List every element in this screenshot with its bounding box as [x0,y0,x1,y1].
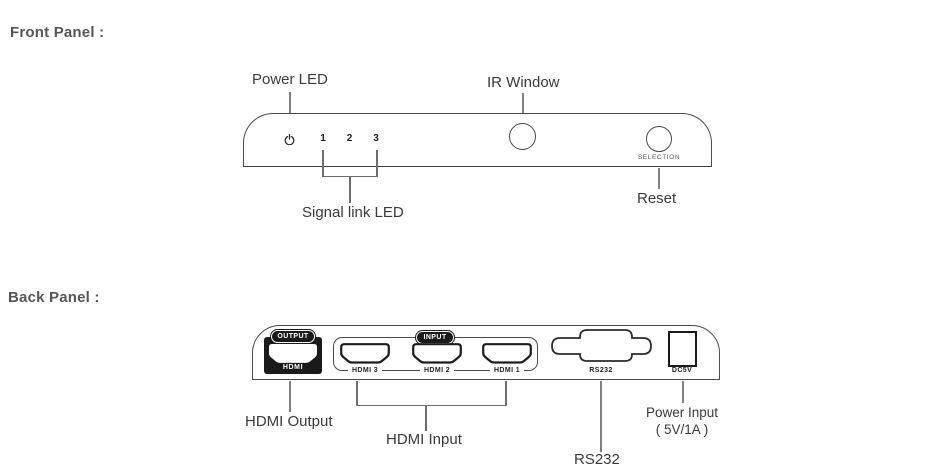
reset-leader-line [658,168,660,189]
hdmi-input-label: HDMI Input [386,431,462,448]
hdmi-output-port-label: HDMI [282,364,304,371]
power-input-label: Power Input ( 5V/1A ) [632,404,732,438]
ir-window-leader-line [522,93,524,123]
ir-window-label: IR Window [487,74,560,91]
power-led-label: Power LED [252,71,328,88]
hdmi-input-1-connector-icon[interactable] [482,343,532,365]
signal-led-1: 1 [320,133,326,144]
signal-led-2: 2 [346,133,353,144]
front-panel-outline [243,113,712,167]
signal-link-led-label: Signal link LED [302,204,404,221]
hdmi-output-label: HDMI Output [245,413,333,430]
power-icon [284,134,295,145]
hdmi-input-bracket-bottom [356,404,507,406]
power-input-label-line1: Power Input [645,405,719,420]
signal-led-bracket-bottom [322,175,378,177]
signal-led-bracket-stem [349,177,351,203]
hdmi-1-port-label: HDMI 1 [489,366,525,374]
ir-window-circle [509,123,536,150]
rs232-leader-line [600,381,602,452]
hdmi-output-connector-icon [269,344,317,363]
signal-led-3: 3 [373,133,379,144]
hdmi-input-3-connector-icon[interactable] [340,343,390,365]
back-panel-heading: Back Panel : [8,289,100,306]
output-badge: OUTPUT [271,330,315,343]
hdmi-2-port-label: HDMI 2 [419,366,455,374]
rs232-label: RS232 [574,451,620,468]
power-input-label-line2: ( 5V/1A ) [655,422,709,437]
hdmi-input-2-connector-icon[interactable] [412,343,462,365]
hdmi-input-bracket-right [505,381,507,406]
hdmi-input-bracket-left [356,381,358,406]
dc5v-port-label: DC5V [667,366,697,374]
power-input-leader-line [682,381,684,403]
selection-button[interactable] [646,126,672,152]
reset-label: Reset [637,190,677,207]
power-led-leader-line [289,92,291,129]
rs232-connector-icon[interactable] [551,329,652,363]
front-panel-heading: Front Panel : [10,24,105,41]
hdmi-input-bracket-stem [425,406,427,431]
selection-button-label: SELECTION [637,154,681,161]
dc5v-port[interactable] [668,331,697,367]
hdmi-output-leader-line [289,381,291,412]
rs232-port-label: RS232 [585,366,617,374]
signal-led-bracket-left [322,150,324,177]
hdmi-3-port-label: HDMI 3 [347,366,383,374]
signal-led-bracket-right [376,150,378,177]
